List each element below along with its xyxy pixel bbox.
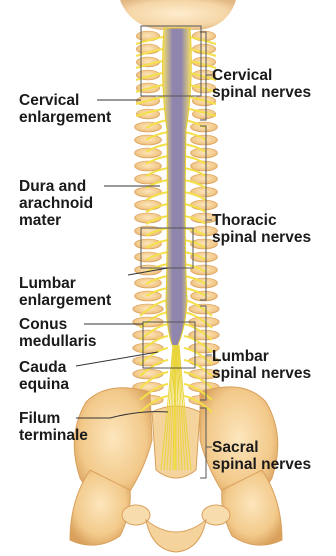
label-line: enlargement bbox=[19, 109, 111, 126]
vertebra-left bbox=[135, 148, 162, 158]
label-line: Cervical bbox=[212, 67, 311, 84]
label-line: terminale bbox=[19, 427, 88, 444]
label-line: spinal nerves bbox=[212, 365, 311, 382]
label-cervical-enlargement: Cervical enlargement bbox=[19, 92, 111, 126]
label-line: spinal nerves bbox=[212, 84, 311, 101]
vertebra-right bbox=[191, 200, 218, 210]
vertebra-left bbox=[135, 200, 162, 210]
label-line: Lumbar bbox=[19, 275, 111, 292]
label-line: enlargement bbox=[19, 292, 111, 309]
label-line: Thoracic bbox=[212, 212, 311, 229]
label-line: spinal nerves bbox=[212, 456, 311, 473]
vertebra-left bbox=[136, 31, 159, 41]
label-line: medullaris bbox=[19, 333, 97, 350]
vertebra-left bbox=[135, 135, 162, 145]
vertebra-right bbox=[191, 252, 218, 262]
label-conus-medullaris: Conus medullaris bbox=[19, 316, 97, 350]
label-cervical-spinal-nerves: Cervical spinal nerves bbox=[212, 67, 311, 101]
vertebra-left bbox=[135, 291, 162, 301]
label-line: Lumbar bbox=[212, 348, 311, 365]
label-line: Filum bbox=[19, 410, 88, 427]
vertebra-right bbox=[191, 148, 218, 158]
label-line: Dura and bbox=[19, 178, 93, 195]
label-line: Cauda bbox=[19, 359, 69, 376]
label-lumbar-spinal-nerves: Lumbar spinal nerves bbox=[212, 348, 311, 382]
spinal-cord bbox=[163, 28, 192, 470]
label-line: spinal nerves bbox=[212, 229, 311, 246]
label-line: Conus bbox=[19, 316, 97, 333]
label-thoracic-spinal-nerves: Thoracic spinal nerves bbox=[212, 212, 311, 246]
label-cauda-equina: Cauda equina bbox=[19, 359, 69, 393]
label-line: arachnoid bbox=[19, 195, 93, 212]
label-sacral-spinal-nerves: Sacral spinal nerves bbox=[212, 439, 311, 473]
label-filum-terminale: Filum terminale bbox=[19, 410, 88, 444]
label-line: mater bbox=[19, 212, 93, 229]
label-lumbar-enlargement: Lumbar enlargement bbox=[19, 275, 111, 309]
vertebra-right bbox=[191, 135, 218, 145]
vertebra-left bbox=[135, 252, 162, 262]
label-dura-arachnoid: Dura and arachnoid mater bbox=[19, 178, 93, 229]
label-line: Cervical bbox=[19, 92, 111, 109]
label-line: equina bbox=[19, 376, 69, 393]
label-line: Sacral bbox=[212, 439, 311, 456]
